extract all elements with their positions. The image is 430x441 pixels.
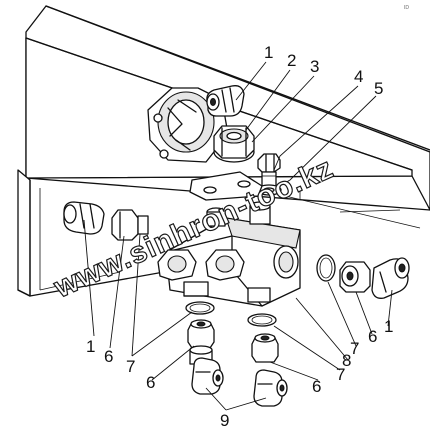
callout-6-right: 6 [368, 327, 377, 346]
bottom-left-elbow [191, 357, 224, 395]
callout-1-right: 1 [384, 317, 393, 336]
callout-3: 3 [310, 57, 319, 76]
callout-7-left: 7 [126, 357, 135, 376]
callout-1-left: 1 [86, 337, 95, 356]
right-elbow-fitting [371, 257, 410, 299]
corner-mark: ID [404, 5, 409, 11]
bolt-and-washer [256, 153, 282, 196]
callout-7-right: 7 [350, 339, 359, 358]
bottom-right-union [251, 333, 279, 363]
right-seal-ring [316, 254, 336, 282]
callout-8: 8 [342, 351, 351, 370]
bottom-left-seal-ring [185, 301, 215, 315]
callout-1-top: 1 [264, 43, 273, 62]
bottom-left-union [187, 319, 215, 349]
right-union-fitting [339, 261, 371, 293]
callout-6-left: 6 [104, 347, 113, 366]
callout-6-bottom-right: 6 [312, 377, 321, 396]
nut-with-seal [213, 125, 255, 163]
mounting-plate [189, 171, 263, 201]
valve-body [157, 201, 301, 307]
callout-5: 5 [374, 79, 383, 98]
callout-6-bottom-left: 6 [146, 373, 155, 392]
callout-9: 9 [220, 411, 229, 430]
left-union-fitting [111, 209, 149, 241]
bottom-right-elbow [253, 369, 288, 407]
elbow-fitting-upper [206, 85, 245, 117]
bottom-right-seal-ring [247, 313, 277, 327]
callout-2: 2 [287, 51, 296, 70]
callout-7-bottom-right: 7 [336, 365, 345, 384]
left-elbow-fitting [63, 201, 105, 235]
leader-lines [83, 61, 393, 411]
callout-4: 4 [354, 67, 363, 86]
